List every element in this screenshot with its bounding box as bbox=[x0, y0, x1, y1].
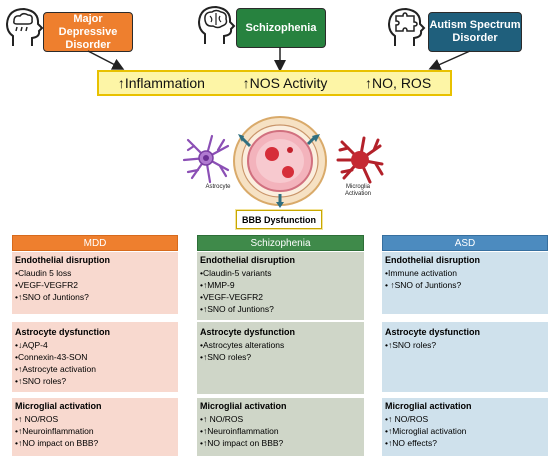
banner-item-no-ros: ↑NO, ROS bbox=[365, 75, 432, 91]
asd-astrocyte-title: Astrocyte dysfunction bbox=[385, 327, 481, 337]
disorder-box-schizophrenia: Schizophenia bbox=[236, 8, 326, 48]
band-mdd-astrocyte bbox=[12, 322, 178, 392]
column-header-label: MDD bbox=[83, 237, 107, 249]
mdd-microglial-item: •↑NO impact on BBB? bbox=[15, 438, 99, 448]
asd-endothelial-item: • ↑SNO of Juntions? bbox=[385, 280, 462, 290]
schizophrenia-endothelial-title: Endothelial disruption bbox=[200, 255, 295, 265]
asd-astrocyte-item: •↑SNO roles? bbox=[385, 340, 437, 350]
mdd-microglial-item: •↑Neuroinflammation bbox=[15, 426, 94, 436]
head-brain-icon bbox=[197, 5, 236, 44]
arrow-mdd bbox=[87, 50, 125, 70]
arrow-asd bbox=[428, 50, 471, 71]
asd-endothelial-title: Endothelial disruption bbox=[385, 255, 480, 265]
mechanism-banner: ↑Inflammation ↑NOS Activity ↑NO, ROS bbox=[97, 70, 452, 96]
bbb-label-text: BBB Dysfunction bbox=[242, 214, 316, 225]
schizophrenia-microglial-item: •↑NO impact on BBB? bbox=[200, 438, 284, 448]
schizophrenia-astrocyte-title: Astrocyte dysfunction bbox=[200, 327, 296, 337]
head-rain-icon bbox=[5, 7, 44, 46]
band-schizophrenia-microglial bbox=[197, 398, 364, 456]
schizophrenia-endothelial-item: •↑SNO of Juntions? bbox=[200, 304, 274, 314]
schizophrenia-microglial-item: •↑Neuroinflammation bbox=[200, 426, 279, 436]
schizophrenia-microglial-item: •↑ NO/ROS bbox=[200, 414, 244, 424]
bbb-dysfunction-label: BBB Dysfunction bbox=[236, 210, 322, 229]
mdd-endothelial-item: •Claudin 5 loss bbox=[15, 268, 72, 278]
banner-item-inflammation: ↑Inflammation bbox=[117, 75, 205, 91]
disorder-label: Schizophenia bbox=[245, 21, 317, 34]
schizophrenia-endothelial-item: •↑MMP-9 bbox=[200, 280, 235, 290]
schizophrenia-microglial-title: Microglial activation bbox=[200, 401, 287, 411]
mdd-endothelial-item: •↑SNO of Juntions? bbox=[15, 292, 89, 302]
asd-endothelial-item: •Immune activation bbox=[385, 268, 457, 278]
banner-item-nos-activity: ↑NOS Activity bbox=[242, 75, 328, 91]
mdd-astrocyte-item: •↓AQP-4 bbox=[15, 340, 48, 350]
mdd-astrocyte-item: •Connexin-43-SON bbox=[15, 352, 88, 362]
disorder-label: Major Depressive Disorder bbox=[58, 12, 118, 51]
disorder-box-mdd: Major Depressive Disorder bbox=[43, 12, 133, 52]
mdd-endothelial-title: Endothelial disruption bbox=[15, 255, 110, 265]
band-schizophrenia-astrocyte bbox=[197, 322, 364, 394]
connector-arrows bbox=[87, 47, 471, 72]
band-mdd-microglial bbox=[12, 398, 178, 456]
microglia-label: Microglia Activation bbox=[344, 184, 371, 197]
disorder-box-asd: Autism Spectrum Disorder bbox=[428, 12, 522, 52]
asd-microglial-item: •↑ NO/ROS bbox=[385, 414, 429, 424]
column-header-mdd: MDD bbox=[12, 235, 178, 251]
mdd-astrocyte-title: Astrocyte dysfunction bbox=[15, 327, 111, 337]
band-mdd-endothelial bbox=[12, 252, 178, 314]
column-header-label: Schizophenia bbox=[250, 237, 311, 249]
schizophrenia-endothelial-item: •VEGF-VEGFR2 bbox=[200, 292, 263, 302]
band-schizophrenia-endothelial bbox=[197, 252, 364, 320]
band-asd-microglial bbox=[382, 398, 548, 456]
astrocyte-label: Astrocyte bbox=[205, 184, 231, 190]
mdd-astrocyte-item: •↑SNO roles? bbox=[15, 376, 67, 386]
mdd-microglial-item: •↑ NO/ROS bbox=[15, 414, 59, 424]
microglia-illustration bbox=[336, 136, 384, 184]
schizophrenia-endothelial-item: •Claudin-5 variants bbox=[200, 268, 272, 278]
head-puzzle-icon bbox=[387, 7, 426, 46]
mdd-astrocyte-item: •↑Astrocyte activation bbox=[15, 364, 96, 374]
column-header-asd: ASD bbox=[382, 235, 548, 251]
astrocyte-illustration bbox=[182, 134, 230, 184]
column-header-label: ASD bbox=[454, 237, 476, 249]
asd-microglial-title: Microglial activation bbox=[385, 401, 472, 411]
column-header-schizophrenia: Schizophenia bbox=[197, 235, 364, 251]
asd-microglial-item: •↑NO effects? bbox=[385, 438, 437, 448]
band-asd-endothelial bbox=[382, 252, 548, 314]
disorder-label: Autism Spectrum Disorder bbox=[429, 19, 521, 44]
band-asd-astrocyte bbox=[382, 322, 548, 392]
mdd-endothelial-item: •VEGF-VEGFR2 bbox=[15, 280, 78, 290]
schizophrenia-astrocyte-item: •Astrocytes alterations bbox=[200, 340, 285, 350]
mdd-microglial-title: Microglial activation bbox=[15, 401, 102, 411]
schizophrenia-astrocyte-item: •↑SNO roles? bbox=[200, 352, 252, 362]
blood-vessel-illustration bbox=[233, 116, 327, 208]
asd-microglial-item: •↑Microglial activation bbox=[385, 426, 467, 436]
